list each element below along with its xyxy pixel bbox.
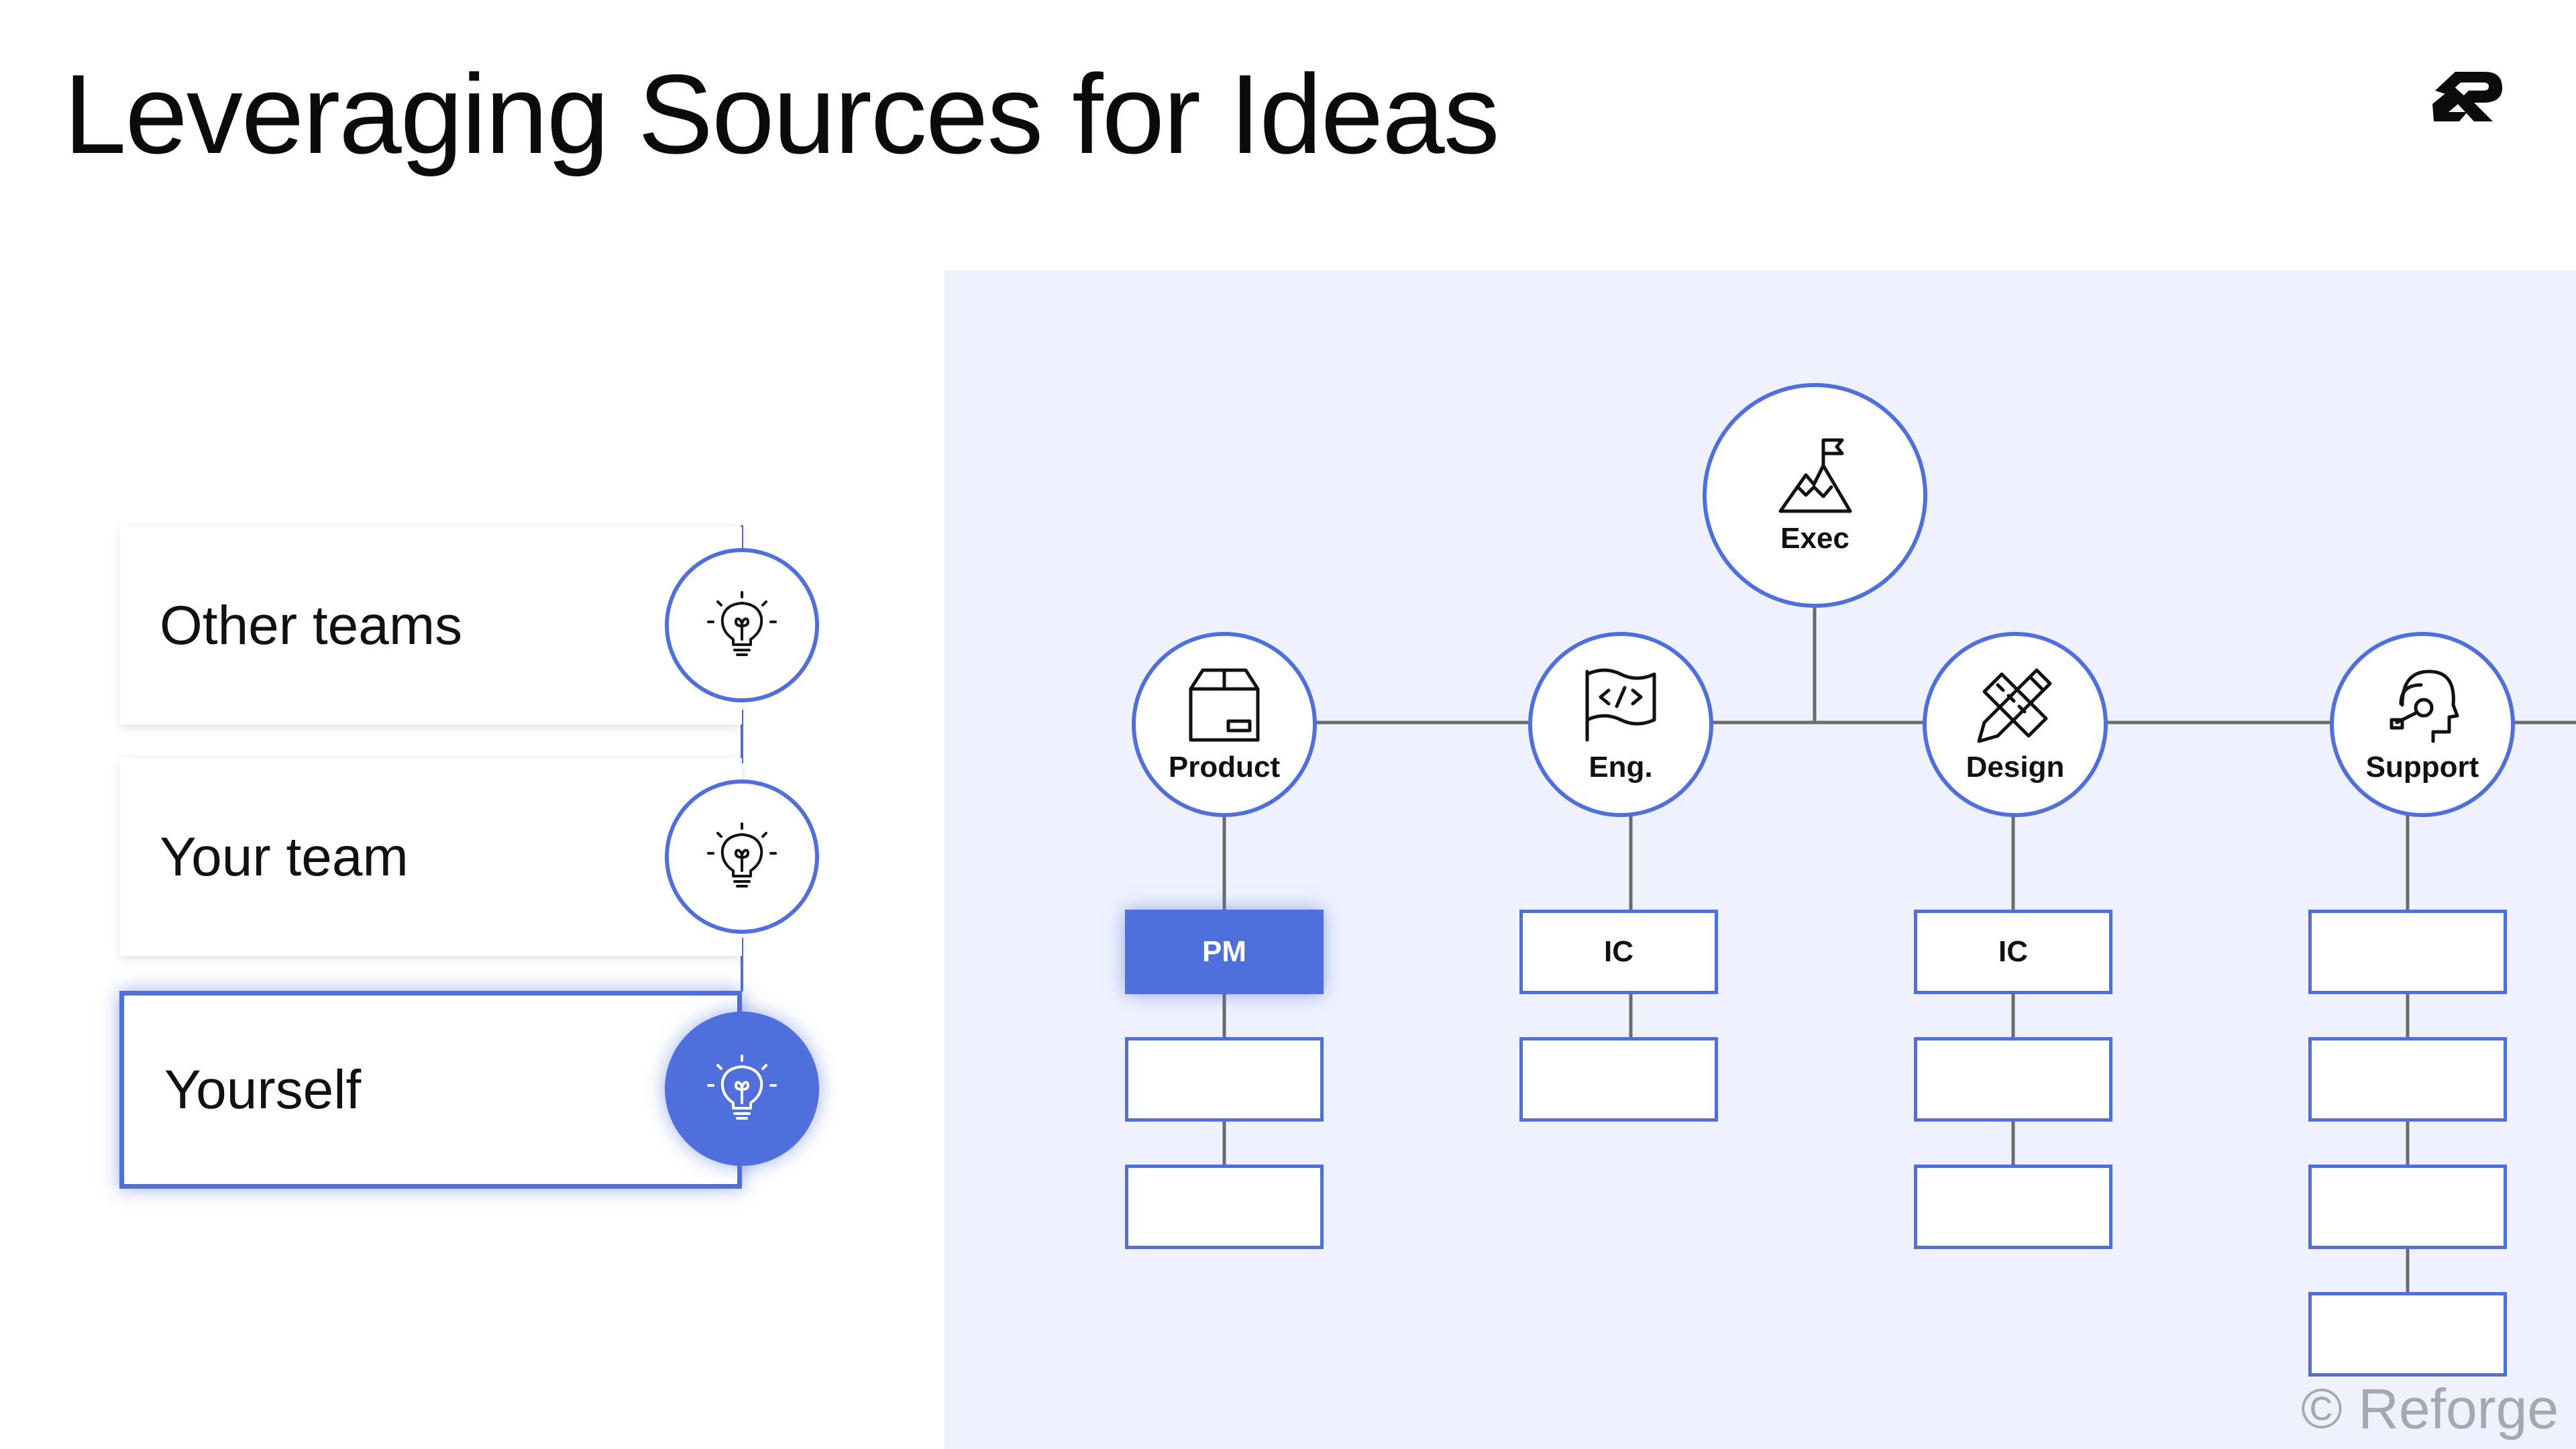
org-chart-panel: Exec Product Eng. Design: [945, 270, 2576, 1449]
org-node-eng[interactable]: Eng.: [1528, 632, 1713, 817]
code-flag-icon: [1585, 668, 1656, 742]
org-box[interactable]: [1125, 1165, 1324, 1249]
org-box[interactable]: [2308, 1037, 2507, 1122]
org-node-product[interactable]: Product: [1132, 632, 1317, 817]
source-label: Other teams: [160, 594, 463, 656]
lightbulb-icon: [665, 780, 819, 934]
org-node-support[interactable]: Support: [2330, 632, 2515, 817]
reforge-logo: [2432, 72, 2502, 121]
org-box[interactable]: [2308, 1165, 2507, 1249]
source-card-your-team[interactable]: Your team: [119, 758, 742, 956]
lightbulb-icon: [665, 1012, 819, 1166]
page-title: Leveraging Sources for Ideas: [64, 51, 1500, 177]
connector-line: [741, 525, 743, 566]
source-card-yourself[interactable]: Yourself: [119, 991, 742, 1189]
org-node-exec[interactable]: Exec: [1703, 383, 1927, 608]
mountain-flag-icon: [1778, 438, 1851, 513]
node-label: Design: [1966, 751, 2065, 784]
org-box[interactable]: [1125, 1037, 1324, 1122]
org-box-pm[interactable]: PM: [1125, 910, 1324, 994]
node-label: Eng.: [1589, 751, 1653, 784]
org-box-ic[interactable]: IC: [1914, 910, 2112, 994]
box-icon: [1189, 668, 1260, 742]
pencil-ruler-icon: [1977, 668, 2052, 743]
org-box[interactable]: [2308, 1292, 2507, 1377]
org-box[interactable]: [1519, 1037, 1718, 1122]
org-box[interactable]: [1914, 1037, 2112, 1122]
source-label: Your team: [160, 826, 409, 888]
connector-line: [741, 938, 743, 991]
node-label: Exec: [1780, 521, 1849, 555]
source-card-other-teams[interactable]: Other teams: [119, 527, 742, 724]
headset-icon: [2390, 669, 2459, 743]
connector-line: [741, 710, 743, 763]
node-label: Support: [2365, 751, 2479, 784]
lightbulb-icon: [665, 548, 819, 702]
org-box-ic[interactable]: IC: [1519, 910, 1718, 994]
org-box[interactable]: [2308, 910, 2507, 994]
org-box[interactable]: [1914, 1165, 2112, 1249]
source-label: Yourself: [164, 1059, 362, 1120]
node-label: Product: [1168, 751, 1281, 784]
copyright-watermark: © Reforge: [2301, 1377, 2559, 1440]
org-node-design[interactable]: Design: [1923, 632, 2108, 817]
